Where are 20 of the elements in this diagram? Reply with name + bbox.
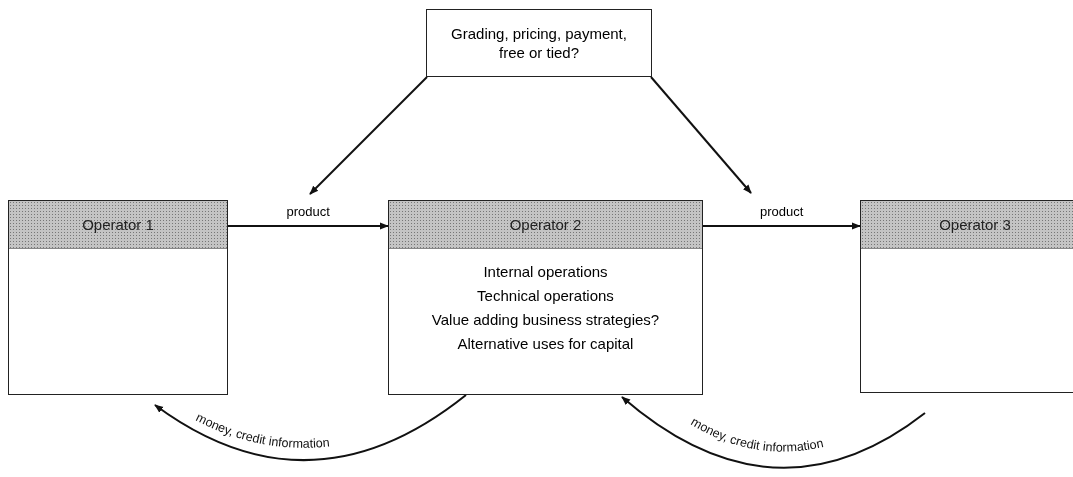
operation-text: Alternative uses for capital	[457, 335, 634, 352]
operator-box	[8, 200, 228, 395]
operation-text: Internal operations	[483, 263, 608, 280]
arrow	[154, 394, 467, 461]
operator-box	[388, 200, 703, 395]
arrow	[309, 76, 428, 195]
arrow	[702, 222, 861, 230]
question-text: Grading, pricing, payment, free or tied?	[450, 24, 628, 62]
edge-label: product	[284, 204, 332, 219]
arrow	[621, 396, 926, 469]
operation-text: Value adding business strategies?	[431, 311, 660, 328]
edge-label: product	[758, 204, 806, 219]
arrow	[650, 76, 752, 194]
question-box	[426, 9, 652, 77]
operator-header: Operator 3	[861, 201, 1073, 249]
operator-header: Operator 2	[389, 201, 702, 249]
operation-text: Technical operations	[477, 287, 614, 304]
operator-header: Operator 1	[9, 201, 227, 249]
operator-box	[860, 200, 1073, 393]
arrow	[227, 222, 389, 230]
